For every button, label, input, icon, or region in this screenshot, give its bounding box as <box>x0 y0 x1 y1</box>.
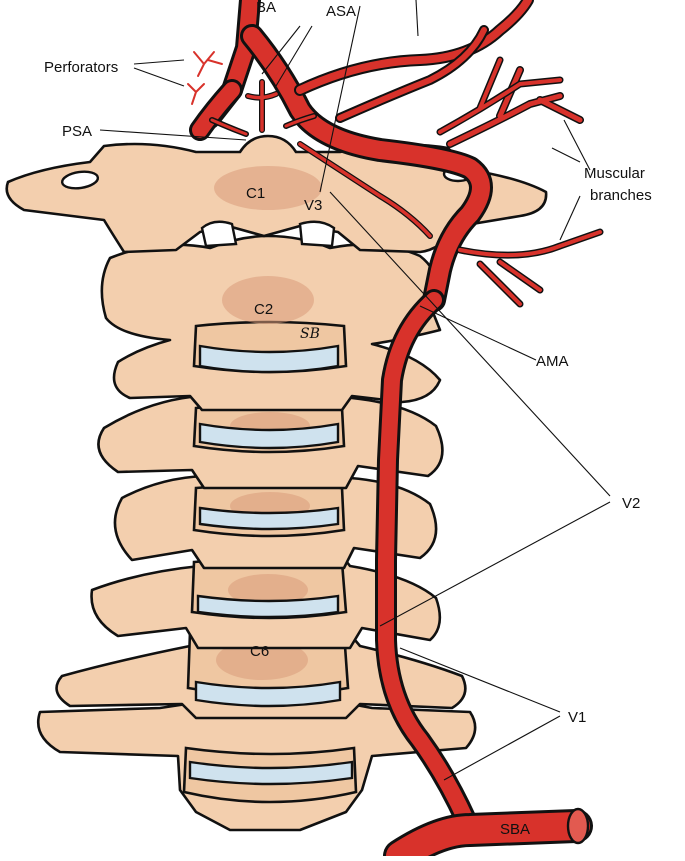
vertebra-c2 <box>100 234 442 412</box>
label-psa: PSA <box>62 123 92 140</box>
artist-signature: SB <box>300 326 320 342</box>
label-c1: C1 <box>246 185 265 202</box>
label-v3: V3 <box>304 197 322 214</box>
arterial-tree <box>187 0 604 861</box>
label-v2: V2 <box>622 495 640 512</box>
vertebra-c5 <box>90 546 442 650</box>
vertebra-c7 <box>36 700 477 832</box>
sba-cut-end <box>566 807 590 845</box>
label-muscular-line1: Muscular <box>584 165 645 182</box>
label-perforators: Perforators <box>44 59 118 76</box>
label-ba: BA <box>256 0 276 16</box>
label-c2: C2 <box>254 301 273 318</box>
vertebra-c4 <box>113 464 438 570</box>
label-c6: C6 <box>250 643 269 660</box>
label-asa: ASA <box>326 3 356 20</box>
label-sba: SBA <box>500 821 530 838</box>
label-ama: AMA <box>536 353 569 370</box>
vertebra-c3 <box>97 384 444 490</box>
label-v1: V1 <box>568 709 586 726</box>
leader-lines <box>99 0 611 781</box>
label-muscular-line2: branches <box>590 187 652 204</box>
